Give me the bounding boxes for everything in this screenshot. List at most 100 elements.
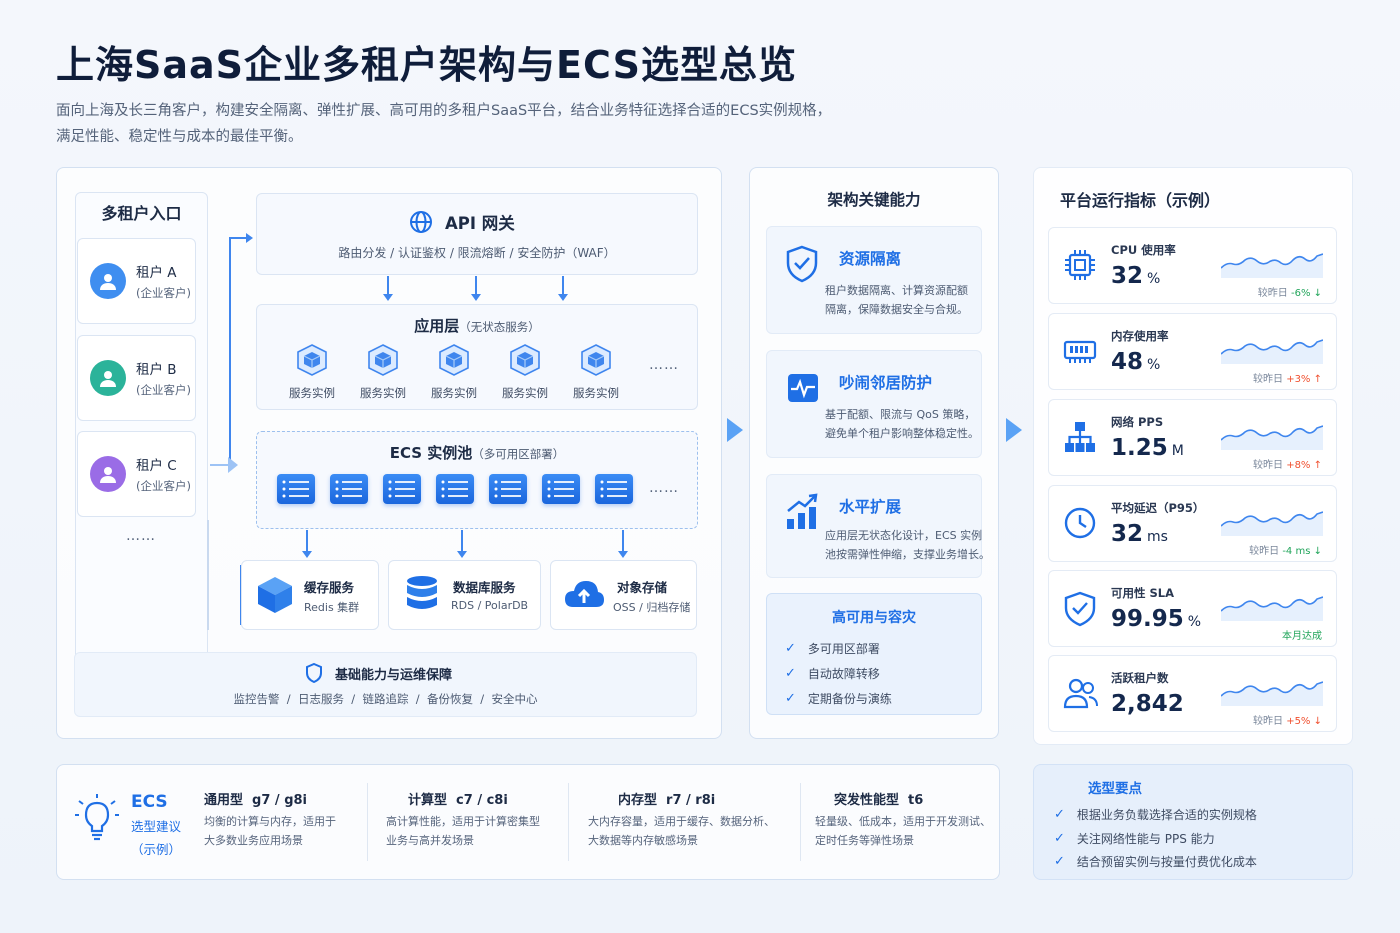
suggestion-desc: 高计算性能，适用于计算密集型业务与高并发场景 bbox=[386, 812, 540, 850]
ha-dr-list: ✓多可用区部署 ✓自动故障转移 ✓定期备份与演练 bbox=[785, 636, 892, 711]
gw-arrow-2 bbox=[475, 276, 477, 296]
service-instance[interactable]: 服务实例 bbox=[565, 343, 627, 401]
metric-compare-value: -4 ms ↓ bbox=[1282, 546, 1322, 557]
ecs-instance-icon[interactable] bbox=[277, 474, 315, 504]
pool-arrow-1-head bbox=[302, 551, 312, 558]
ecs-pool[interactable]: ECS 实例池（多可用区部署） …… bbox=[256, 431, 698, 529]
app-layer-title-sub: （无状态服务） bbox=[459, 320, 540, 334]
api-gateway-title: API 网关 bbox=[445, 214, 515, 233]
service-instance[interactable]: 服务实例 bbox=[423, 343, 485, 401]
cube-icon bbox=[510, 344, 540, 376]
suggestion-title: 内存型 r7 / r8i bbox=[618, 793, 716, 808]
metric-compare-value: 本月达成 bbox=[1282, 631, 1322, 642]
ecs-instance-icon[interactable] bbox=[383, 474, 421, 504]
cloud-upload-icon bbox=[565, 581, 604, 607]
capability-scaling-title: 水平扩展 bbox=[839, 498, 902, 516]
tenant-card-a[interactable]: 租户 A (企业客户) bbox=[77, 238, 196, 324]
check-icon: ✓ bbox=[785, 641, 796, 656]
cache-service-sub: Redis 集群 bbox=[304, 601, 360, 614]
service-instance[interactable]: 服务实例 bbox=[281, 343, 343, 401]
capabilities-title: 架构关键能力 bbox=[827, 191, 921, 209]
capability-noisy-neighbor-desc: 基于配额、限流与 QoS 策略， 避免单个租户影响整体稳定性。 bbox=[825, 405, 979, 443]
app-instances: 服务实例服务实例服务实例服务实例服务实例 bbox=[281, 343, 627, 401]
metric-number: 99.95 bbox=[1111, 606, 1184, 632]
gw-arrow-1 bbox=[387, 276, 389, 296]
metric-compare: 较昨日 +3% ↑ bbox=[1253, 370, 1322, 385]
ha-dr-item-label: 定期备份与演练 bbox=[807, 692, 892, 706]
ops-bar: 基础能力与运维保障 监控告警 / 日志服务 / 链路追踪 / 备份恢复 / 安全… bbox=[74, 652, 697, 717]
suggestion-desc-line: 业务与高并发场景 bbox=[386, 834, 474, 847]
metric-value: 2,842 bbox=[1111, 691, 1188, 717]
metric-unit: % bbox=[1147, 357, 1161, 373]
cache-service-card[interactable]: 缓存服务 Redis 集群 bbox=[241, 560, 379, 630]
pool-arrow-2-head bbox=[457, 551, 467, 558]
capability-noisy-neighbor: 吵闹邻居防护 基于配额、限流与 QoS 策略， 避免单个租户影响整体稳定性。 bbox=[766, 350, 982, 458]
suggestion-desc: 轻量级、低成本，适用于开发测试、定时任务等弹性场景 bbox=[815, 812, 991, 850]
service-instance-label: 服务实例 bbox=[360, 386, 406, 400]
storage-connector-vertical bbox=[207, 520, 209, 630]
service-instance[interactable]: 服务实例 bbox=[494, 343, 556, 401]
ecs-pool-header: ECS 实例池（多可用区部署） bbox=[257, 442, 697, 463]
ha-dr-item: ✓定期备份与演练 bbox=[785, 686, 892, 711]
users-icon bbox=[1063, 676, 1099, 714]
tenant-a-avatar bbox=[90, 263, 126, 299]
metric-compare-value: +5% ↓ bbox=[1286, 716, 1322, 727]
ecs-instance-icon[interactable] bbox=[595, 474, 633, 504]
metric-compare-value: +3% ↑ bbox=[1286, 374, 1322, 385]
app-layer[interactable]: 应用层（无状态服务） 服务实例服务实例服务实例服务实例服务实例 …… bbox=[256, 304, 698, 410]
gw-arrow-3-head bbox=[558, 294, 568, 301]
cube-icon bbox=[368, 344, 398, 376]
key-points-panel: 选型要点 ✓根据业务负载选择合适的实例规格 ✓关注网络性能与 PPS 能力 ✓结… bbox=[1033, 764, 1353, 880]
suggestion-desc-line: 大数据等内存敏感场景 bbox=[588, 834, 698, 847]
ecs-instance-icon[interactable] bbox=[542, 474, 580, 504]
shield-check-icon bbox=[1063, 591, 1097, 631]
ecs-pool-title-sub: （多可用区部署） bbox=[472, 447, 565, 461]
ecs-instance-icon[interactable] bbox=[489, 474, 527, 504]
gw-arrow-2-head bbox=[471, 294, 481, 301]
metric-compare-label: 较昨日 bbox=[1249, 546, 1283, 557]
metric-sparkline bbox=[1221, 596, 1323, 621]
metric-sparkline bbox=[1221, 511, 1323, 536]
tenant-connector-mid-arrow bbox=[228, 457, 238, 473]
tenant-card-c[interactable]: 租户 C (企业客户) bbox=[77, 431, 196, 517]
ecs-instance-icon[interactable] bbox=[436, 474, 474, 504]
ecs-suggestion-panel bbox=[56, 764, 1000, 880]
capability-scaling-desc-1: 应用层无状态化设计，ECS 实例 bbox=[825, 529, 983, 542]
tenant-b-avatar bbox=[90, 360, 126, 396]
ha-dr-item-label: 自动故障转移 bbox=[807, 667, 880, 681]
ha-dr-item: ✓多可用区部署 bbox=[785, 636, 892, 661]
tenant-column-title: 多租户入口 bbox=[101, 204, 182, 223]
metric-unit: M bbox=[1171, 443, 1184, 459]
metric-compare-value: +8% ↑ bbox=[1286, 460, 1322, 471]
object-storage-card[interactable]: 对象存储 OSS / 归档存储 bbox=[550, 560, 697, 630]
database-service-card[interactable]: 数据库服务 RDS / PolarDB bbox=[388, 560, 541, 630]
metric-number: 32 bbox=[1111, 263, 1144, 289]
suggestion-title: 通用型 g7 / g8i bbox=[204, 793, 308, 808]
arrow-to-metrics bbox=[1006, 418, 1022, 442]
ha-dr-title: 高可用与容灾 bbox=[832, 610, 916, 626]
check-icon: ✓ bbox=[785, 666, 796, 681]
ecs-instance-icon[interactable] bbox=[330, 474, 368, 504]
api-gateway[interactable]: API 网关 路由分发 / 认证鉴权 / 限流熔断 / 安全防护（WAF） bbox=[256, 193, 698, 275]
key-point-item: ✓根据业务负载选择合适的实例规格 bbox=[1054, 803, 1257, 827]
metric-sparkline bbox=[1221, 425, 1323, 450]
metric-compare-label: 较昨日 bbox=[1257, 288, 1291, 299]
suggestion-divider bbox=[568, 783, 569, 861]
service-instance[interactable]: 服务实例 bbox=[352, 343, 414, 401]
tenant-card-b[interactable]: 租户 B (企业客户) bbox=[77, 335, 196, 421]
suggestion-desc-line: 定时任务等弹性场景 bbox=[815, 834, 914, 847]
check-icon: ✓ bbox=[1054, 854, 1065, 870]
shield-check-icon bbox=[786, 245, 818, 283]
page-title: 上海SaaS企业多租户架构与ECS选型总览 bbox=[56, 43, 797, 87]
capability-scaling-desc-2: 池按需弹性伸缩，支撑业务增长。 bbox=[825, 548, 990, 561]
key-point-label: 关注网络性能与 PPS 能力 bbox=[1076, 831, 1215, 846]
database-icon bbox=[407, 576, 437, 609]
